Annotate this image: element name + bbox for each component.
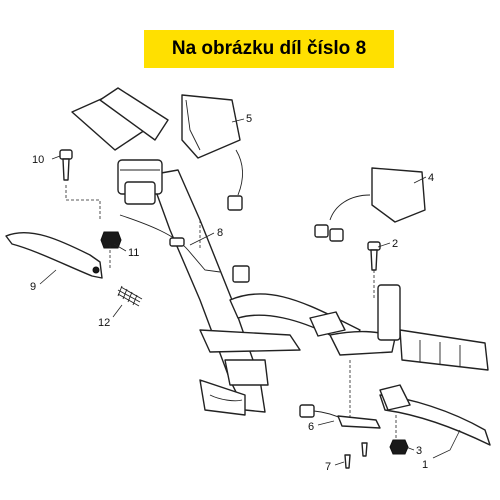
callout-4: 4 [428,172,434,184]
callout-3: 3 [416,445,422,457]
right-grip-assembly [309,284,489,371]
left-lever [5,231,103,279]
callout-7: 7 [325,461,331,473]
screws-7 [344,442,368,469]
switch-6 [299,404,381,429]
spring-12 [117,285,143,307]
part-number-banner: Na obrázku díl číslo 8 [144,30,394,68]
screw-10 [59,149,73,181]
left-grip-assembly [71,87,169,205]
callout-6: 6 [308,421,314,433]
callout-1: 1 [422,459,428,471]
bolt-2 [367,241,381,271]
leader-lines [39,118,461,466]
callout-9: 9 [30,281,36,293]
callout-11: 11 [128,247,139,259]
callout-5: 5 [246,113,252,125]
nut-3 [389,439,409,455]
assembly-lines [65,185,397,440]
switch-5 [181,94,244,211]
banner-text: Na obrázku díl číslo 8 [171,38,367,59]
callout-10: 10 [32,154,44,166]
callout-8: 8 [217,227,223,239]
right-lever [379,384,491,446]
cable-8 [119,214,250,283]
callout-2: 2 [392,238,398,250]
nut-11 [100,231,122,249]
handlebar [149,169,361,416]
switch-4 [314,167,426,242]
callout-12: 12 [98,317,110,329]
